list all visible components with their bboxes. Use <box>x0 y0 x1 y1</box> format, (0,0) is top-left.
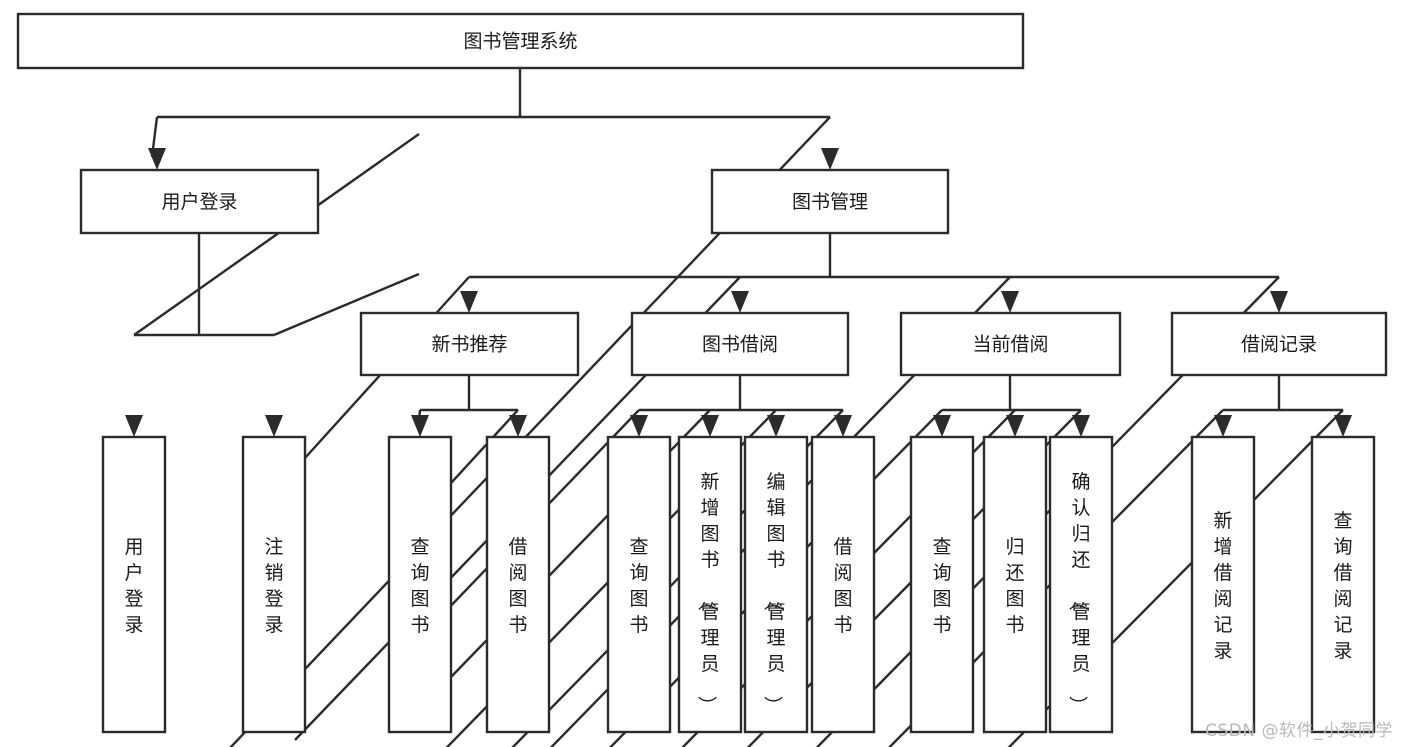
group-arrow-1-0 <box>630 415 648 437</box>
group-arrow-1-1 <box>701 415 719 437</box>
node-level1-0-label: 用户登录 <box>161 191 237 213</box>
node-level2-0[interactable]: 新书推荐 <box>359 311 580 377</box>
books-arrow-2 <box>1001 291 1019 313</box>
node-root[interactable]: 图书管理系统 <box>16 12 1025 70</box>
group-arrow-3-0 <box>1214 415 1232 437</box>
node-leaf-1-label: 注销登录 <box>264 536 283 636</box>
node-leaf-10-rect[interactable] <box>1048 435 1114 734</box>
node-leaf-3-rect[interactable] <box>485 435 551 734</box>
nodes-layer: 图书管理系统用户登录图书管理新书推荐图书借阅当前借阅借阅记录用户登录注销登录查询… <box>16 12 1388 734</box>
group-arrow-1-3 <box>834 415 852 437</box>
node-root-label: 图书管理系统 <box>463 31 577 53</box>
node-leaf-6-label: 编辑图书（管理员） <box>761 471 785 715</box>
books-arrow-0 <box>460 291 478 313</box>
node-leaf-5-label: 新增图书（管理员） <box>695 471 719 715</box>
group-arrow-2-1 <box>1006 415 1024 437</box>
node-leaf-9-label: 归还图书 <box>1005 536 1024 636</box>
node-leaf-2-label: 查询图书 <box>410 536 429 636</box>
node-leaf-8-rect[interactable] <box>909 435 975 734</box>
node-level1-1-rect[interactable] <box>710 168 950 235</box>
node-leaf-11-label: 新增借阅记录 <box>1213 510 1232 662</box>
connector-line <box>1007 409 1344 747</box>
group-arrow-2-2 <box>1072 415 1090 437</box>
login-arrow-1 <box>265 415 283 437</box>
node-leaf-7-rect[interactable] <box>810 435 876 734</box>
node-level2-1[interactable]: 图书借阅 <box>630 311 850 377</box>
node-leaf-10[interactable]: 确认归还（管理员） <box>1048 435 1114 734</box>
node-leaf-6[interactable]: 编辑图书（管理员） <box>743 435 809 734</box>
node-leaf-6-rect[interactable] <box>743 435 809 734</box>
node-level1-0-rect[interactable] <box>79 168 320 235</box>
node-leaf-0[interactable]: 用户登录 <box>101 435 167 734</box>
node-leaf-8[interactable]: 查询图书 <box>909 435 975 734</box>
node-leaf-4-rect[interactable] <box>606 435 672 734</box>
node-level2-2[interactable]: 当前借阅 <box>899 311 1122 377</box>
node-level2-0-rect[interactable] <box>359 311 580 377</box>
node-level2-0-label: 新书推荐 <box>431 334 507 356</box>
group-arrow-0-0 <box>411 415 429 437</box>
node-level1-1[interactable]: 图书管理 <box>710 168 950 235</box>
node-level2-3-label: 借阅记录 <box>1241 334 1317 356</box>
node-leaf-1-rect[interactable] <box>241 435 307 734</box>
connector-line <box>815 276 1280 747</box>
node-leaf-5[interactable]: 新增图书（管理员） <box>677 435 743 734</box>
node-leaf-12-rect[interactable] <box>1310 435 1376 734</box>
node-leaf-7-label: 借阅图书 <box>833 536 852 636</box>
node-level2-3[interactable]: 借阅记录 <box>1170 311 1388 377</box>
node-leaf-4[interactable]: 查询图书 <box>606 435 672 734</box>
node-leaf-12[interactable]: 查询借阅记录 <box>1310 435 1376 734</box>
node-leaf-0-rect[interactable] <box>101 435 167 734</box>
login-arrow-0 <box>125 415 143 437</box>
node-leaf-3[interactable]: 借阅图书 <box>485 435 551 734</box>
group-arrow-3-1 <box>1334 415 1352 437</box>
root-arrow-1 <box>821 148 839 170</box>
node-leaf-1[interactable]: 注销登录 <box>241 435 307 734</box>
node-leaf-11[interactable]: 新增借阅记录 <box>1190 435 1256 734</box>
node-level2-2-label: 当前借阅 <box>972 334 1048 356</box>
group-arrow-1-2 <box>767 415 785 437</box>
node-leaf-7[interactable]: 借阅图书 <box>810 435 876 734</box>
group-arrow-0-1 <box>509 415 527 437</box>
node-leaf-8-label: 查询图书 <box>932 536 951 636</box>
node-level1-0[interactable]: 用户登录 <box>79 168 320 235</box>
root-arrow-0 <box>148 148 166 170</box>
node-leaf-5-rect[interactable] <box>677 435 743 734</box>
node-root-rect[interactable] <box>16 12 1025 70</box>
connector-line <box>133 133 420 336</box>
node-leaf-12-label: 查询借阅记录 <box>1333 510 1352 662</box>
node-leaf-0-label: 用户登录 <box>124 536 143 636</box>
books-arrow-3 <box>1270 291 1288 313</box>
node-leaf-4-label: 查询图书 <box>629 536 648 636</box>
node-level2-3-rect[interactable] <box>1170 311 1388 377</box>
group-arrow-2-0 <box>933 415 951 437</box>
node-leaf-2[interactable]: 查询图书 <box>387 435 453 734</box>
node-leaf-3-label: 借阅图书 <box>508 536 527 636</box>
node-leaf-11-rect[interactable] <box>1190 435 1256 734</box>
node-level2-2-rect[interactable] <box>899 311 1122 377</box>
node-leaf-9-rect[interactable] <box>982 435 1048 734</box>
node-level2-1-rect[interactable] <box>630 311 850 377</box>
books-arrow-1 <box>731 291 749 313</box>
node-level1-1-label: 图书管理 <box>792 191 868 213</box>
connector-line <box>273 272 420 337</box>
node-leaf-9[interactable]: 归还图书 <box>982 435 1048 734</box>
node-level2-1-label: 图书借阅 <box>702 334 778 356</box>
node-leaf-10-label: 确认归还（管理员） <box>1066 471 1090 715</box>
node-leaf-2-rect[interactable] <box>387 435 453 734</box>
